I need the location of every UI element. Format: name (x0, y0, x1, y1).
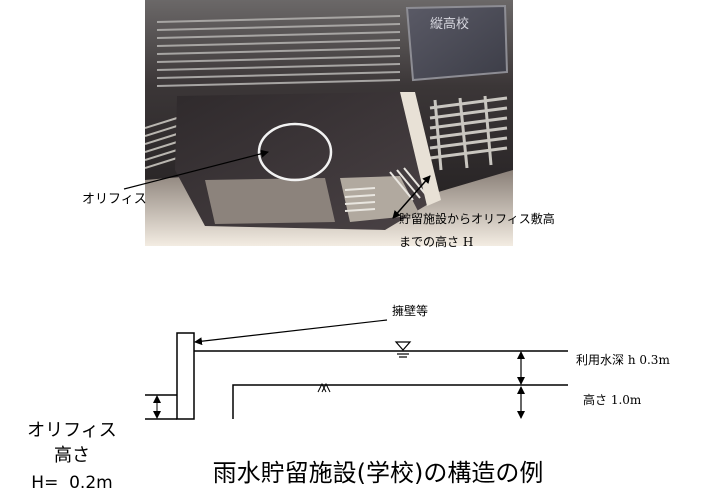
wall-strip (400, 92, 441, 206)
sign-text: 縦高校 (430, 16, 469, 32)
pit-wall-lower (205, 178, 335, 224)
photo-height-label-2: までの高さ H (399, 234, 473, 249)
orifice-circle (257, 122, 333, 182)
wall-label: 擁壁等 (392, 303, 428, 318)
sign-board (405, 4, 509, 82)
right-grating (429, 95, 508, 171)
cross-section (145, 332, 568, 420)
facility-photo: 縦高校 (145, 0, 513, 246)
depth-label: 利用水深 h 0.3m (576, 353, 670, 367)
caption: 雨水貯留施設(学校)の構造の例 (213, 459, 544, 487)
photo-orifice-label: オリフィス (82, 192, 147, 207)
orifice-arrow (123, 149, 269, 190)
height-arrow (392, 175, 431, 219)
ground-symbol (317, 382, 331, 393)
retaining-wall (176, 332, 195, 420)
upper-grating (156, 15, 401, 87)
wall-arrow (194, 319, 388, 346)
water-level-symbol (394, 341, 412, 358)
height-label: 高さ 1.0m (583, 392, 642, 407)
left-grating (145, 117, 178, 169)
photo-svg: 縦高校 (145, 0, 513, 246)
orifice-label-3: H= 0.2m (31, 473, 112, 493)
orifice-label-1: オリフィス (27, 420, 117, 441)
orifice-label-2: 高さ (54, 445, 90, 466)
photo-height-label-1: 貯留施設からオリフィス敷高 (399, 211, 555, 226)
